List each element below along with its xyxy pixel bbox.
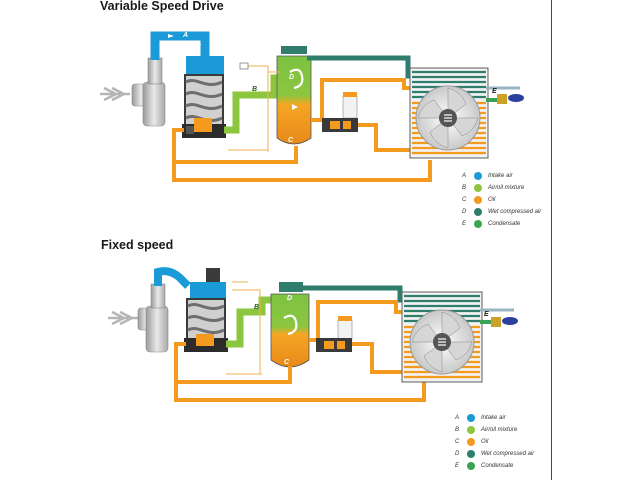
wet-air-swatch [474, 208, 482, 216]
fixed-speed-diagram: B D C [108, 267, 518, 402]
intake-filter [131, 57, 166, 127]
mixture-pipe [224, 74, 284, 134]
label-b: B [252, 86, 257, 93]
motor [184, 334, 228, 352]
condensate-swatch [474, 220, 482, 228]
legend-top: A Intake air B Air/oil mixture C Oil D W… [462, 172, 542, 228]
wet-air-pipe [303, 285, 404, 303]
compressor-element [184, 56, 224, 126]
intake-air-duct [150, 31, 210, 60]
oil-swatch [474, 196, 482, 204]
label-e: E [484, 311, 489, 318]
intake-air-duct [154, 267, 191, 289]
thermostatic-valve [316, 338, 352, 352]
label-a: A [182, 32, 188, 39]
air-oil-swatch [474, 184, 482, 192]
label-c: C [288, 137, 294, 144]
cooler [401, 291, 483, 383]
thermostatic-valve [322, 118, 358, 132]
air-oil-swatch [467, 426, 475, 434]
oil-swatch [467, 438, 475, 446]
oil-separator-tank [276, 46, 312, 145]
intake-air-swatch [474, 172, 482, 180]
label-d: D [287, 295, 292, 302]
condensate-valve-icon [497, 94, 524, 104]
cooler [409, 67, 489, 159]
intake-arrow-icon [100, 86, 130, 102]
vsd-diagram: A B D C [100, 31, 524, 182]
wet-air-swatch [467, 450, 475, 458]
wet-air-pipe [307, 55, 411, 79]
condensate-valve-icon [491, 317, 518, 327]
oil-filter [342, 92, 358, 119]
intake-filter [137, 283, 169, 353]
intake-arrow-icon [108, 310, 138, 326]
label-b: B [254, 304, 259, 311]
inlet-valve [190, 268, 226, 300]
intake-air-swatch [467, 414, 475, 422]
label-d: D [289, 74, 294, 81]
oil-separator-tank [270, 282, 310, 368]
compressor-element [186, 298, 226, 340]
motor [182, 118, 226, 138]
page-divider [551, 0, 552, 480]
label-c: C [284, 359, 290, 366]
title-variable-speed-drive: Variable Speed Drive [100, 0, 224, 13]
title-fixed-speed: Fixed speed [101, 238, 174, 252]
condensate-swatch [467, 462, 475, 470]
label-e: E [492, 88, 497, 95]
mixture-pipe [226, 296, 272, 348]
legend-bottom: A Intake air B Air/oil mixture C Oil D W… [455, 414, 535, 470]
